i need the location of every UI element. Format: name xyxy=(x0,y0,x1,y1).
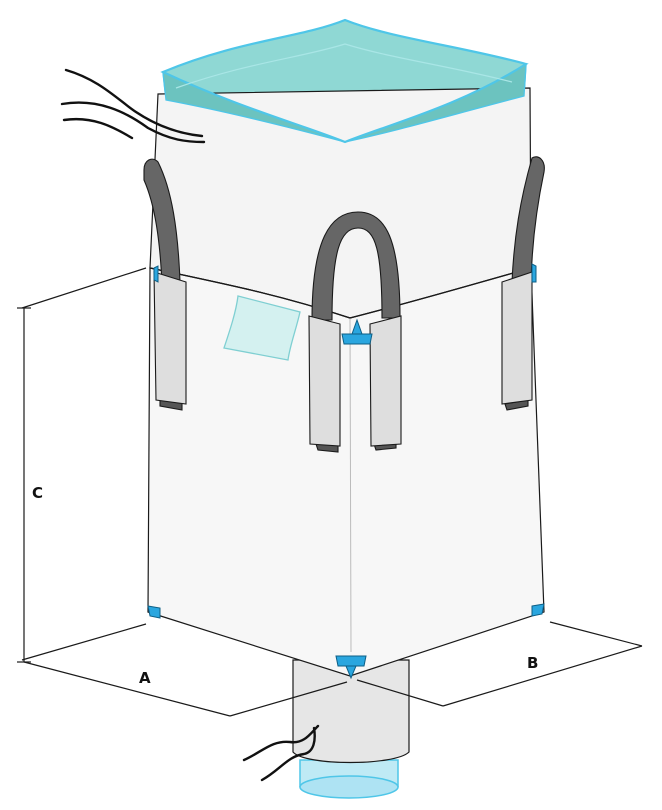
lifting-loop-right xyxy=(511,156,545,283)
bottom-tie-cords xyxy=(242,724,320,782)
discharge-spout xyxy=(292,659,410,799)
top-tie-cord-upper xyxy=(64,68,204,138)
bottom-tie-cord-upper xyxy=(242,724,320,762)
extension-line-top xyxy=(21,267,147,309)
top-liner xyxy=(160,18,529,144)
discharge-spout-liner-rim xyxy=(299,775,399,799)
top-tie-cord-middle xyxy=(60,101,206,144)
dimension-b-line xyxy=(442,645,643,707)
strap-sleeves xyxy=(153,271,533,453)
extension-line-a-right xyxy=(229,681,348,717)
extension-line-b-left xyxy=(356,679,444,707)
strap-sleeve-front-right xyxy=(369,315,402,447)
corner-clip-bottom-left xyxy=(147,605,161,619)
corner-clips xyxy=(147,263,545,680)
dimension-label-a: A xyxy=(139,669,151,687)
top-tie-cord-lower xyxy=(62,117,134,140)
corner-clip-top-left xyxy=(153,265,159,283)
lifting-loop-left xyxy=(143,158,181,285)
corner-clip-top-center xyxy=(341,333,373,345)
bag-body-front-seam xyxy=(349,317,352,653)
corner-clip-bottom-right xyxy=(531,603,545,617)
bottom-tie-cord-lower xyxy=(260,726,316,782)
strap-sleeve-front-left xyxy=(308,315,341,447)
dimension-a-line xyxy=(23,661,231,717)
dimension-lines xyxy=(17,267,643,717)
extension-line-b-right xyxy=(549,621,643,647)
strap-sleeve-right xyxy=(501,271,533,405)
lifting-loops xyxy=(143,156,545,321)
corner-clip-top-center-tip xyxy=(351,318,363,335)
bag-body xyxy=(147,267,545,677)
document-pouch xyxy=(223,295,301,361)
bag-top-seam xyxy=(149,267,532,319)
dimension-label-c: C xyxy=(32,484,43,502)
corner-clip-top-right xyxy=(531,263,537,283)
corner-clip-bottom-center xyxy=(335,655,367,667)
corner-clip-bottom-center-tip xyxy=(345,665,357,680)
strap-sleeve-left xyxy=(153,271,187,405)
top-liner-inner-fold xyxy=(175,43,513,89)
top-liner-rim xyxy=(160,18,529,144)
top-liner-back xyxy=(162,19,527,101)
extension-line-bottom-left xyxy=(21,623,147,661)
top-tie-cords xyxy=(60,68,206,144)
dimension-label-b: B xyxy=(527,654,538,672)
